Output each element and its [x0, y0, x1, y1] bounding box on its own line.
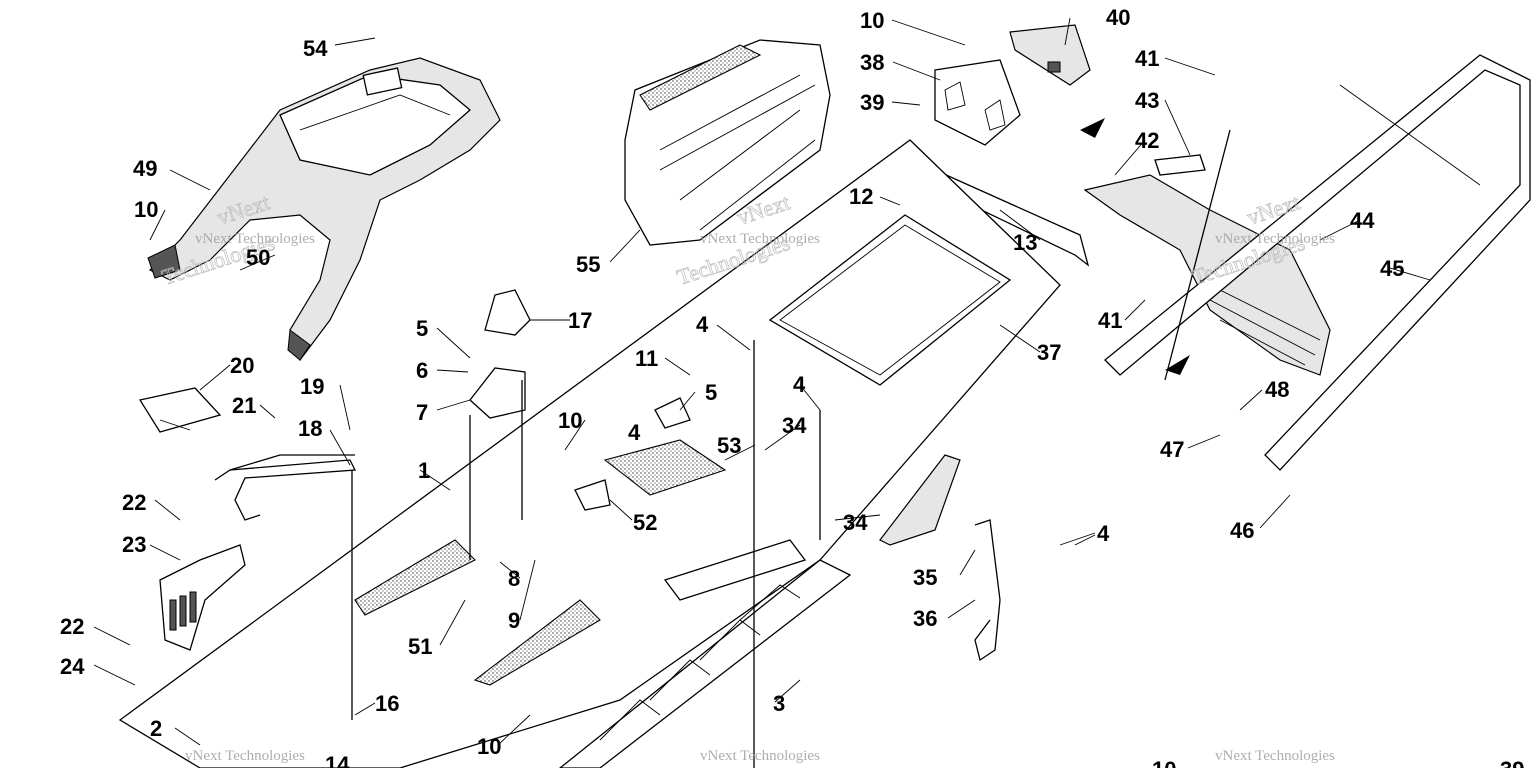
- part-tunnel: [118, 139, 1061, 768]
- part-number-label: 24: [60, 654, 85, 679]
- part-number-label: 7: [416, 400, 428, 425]
- watermark-text: vNext Technologies: [700, 231, 820, 247]
- part-number-label: 41: [1135, 46, 1159, 71]
- part-number-label: 19: [300, 374, 324, 399]
- part-number-label: 1: [418, 458, 430, 483]
- part-number-label: 35: [913, 565, 937, 590]
- part-number-label: 40: [1106, 5, 1130, 30]
- part-number-label: 5: [416, 316, 428, 341]
- direction-arrows: [1080, 118, 1190, 375]
- part-number-label: 4: [1097, 521, 1110, 546]
- part-number-label: 10: [134, 197, 158, 222]
- part-number-label: 23: [122, 532, 146, 557]
- part-grab-handle: [138, 387, 357, 651]
- part-number-label: 2: [150, 716, 162, 741]
- leader-lines: [93, 17, 1431, 768]
- part-number-label: 43: [1135, 88, 1159, 113]
- part-number-label: 13: [1013, 230, 1037, 255]
- part-number-labels: 54 49 10 50 55 10 38 39 40 41 43 42 44 4…: [60, 5, 1524, 768]
- part-number-label: 51: [408, 634, 432, 659]
- part-number-label: 44: [1350, 208, 1375, 233]
- part-number-label: 4: [696, 312, 709, 337]
- part-seat-cowl: [147, 57, 501, 362]
- part-number-label: 53: [717, 433, 741, 458]
- part-number-label: 3: [773, 691, 785, 716]
- part-number-label: 47: [1160, 437, 1184, 462]
- part-light-bracket: [934, 24, 1091, 146]
- part-number-label: 10: [477, 734, 501, 759]
- part-number-label: 34: [782, 413, 807, 438]
- part-number-label: 42: [1135, 128, 1159, 153]
- part-number-label: 55: [576, 252, 600, 277]
- part-number-label: 39: [860, 90, 884, 115]
- part-rear-bumper: [1104, 54, 1531, 471]
- part-number-label: 22: [60, 614, 84, 639]
- part-number-label: 45: [1380, 256, 1404, 281]
- part-number-label: 38: [860, 50, 884, 75]
- part-number-label: 22: [122, 490, 146, 515]
- part-number-label: 50: [246, 245, 270, 270]
- part-number-label: 11: [635, 346, 658, 371]
- part-number-label: 46: [1230, 518, 1254, 543]
- part-number-label: 48: [1265, 377, 1289, 402]
- part-number-label: 10: [860, 8, 884, 33]
- part-number-label: 34: [843, 510, 868, 535]
- part-number-label: 10: [558, 408, 582, 433]
- part-number-label: 49: [133, 156, 157, 181]
- part-number-label: 36: [913, 606, 937, 631]
- part-number-label: 18: [298, 416, 322, 441]
- part-number-label: 5: [705, 380, 717, 405]
- watermark-text: vNext Technologies: [195, 231, 315, 247]
- part-running-board: [558, 539, 852, 768]
- part-number-label: 41: [1098, 308, 1122, 333]
- part-number-label: 9: [508, 608, 520, 633]
- part-number-label: 10: [1152, 757, 1176, 768]
- watermark-text: vNext Technologies: [700, 748, 820, 764]
- watermark-text: vNext Technologies: [185, 748, 305, 764]
- part-number-label: 39: [1500, 757, 1524, 768]
- part-number-label: 37: [1037, 340, 1061, 365]
- part-number-label: 52: [633, 510, 657, 535]
- part-number-label: 6: [416, 358, 428, 383]
- part-number-label: 12: [849, 184, 873, 209]
- part-number-label: 20: [230, 353, 254, 378]
- part-side-plate: [879, 454, 1001, 662]
- part-number-label: 14: [325, 752, 350, 768]
- part-number-label: 16: [375, 691, 399, 716]
- part-mount: [469, 289, 691, 511]
- part-number-label: 54: [303, 36, 328, 61]
- part-number-label: 4: [628, 420, 641, 445]
- part-number-label: 4: [793, 372, 806, 397]
- watermark-text: vNext Technologies: [1215, 231, 1335, 247]
- watermark-text: vNext Technologies: [1215, 748, 1335, 764]
- part-storage-bag: [624, 39, 831, 246]
- part-rear-flap: [1083, 154, 1331, 376]
- part-number-label: 8: [508, 566, 520, 591]
- part-number-label: 17: [568, 308, 592, 333]
- part-number-label: 21: [232, 393, 256, 418]
